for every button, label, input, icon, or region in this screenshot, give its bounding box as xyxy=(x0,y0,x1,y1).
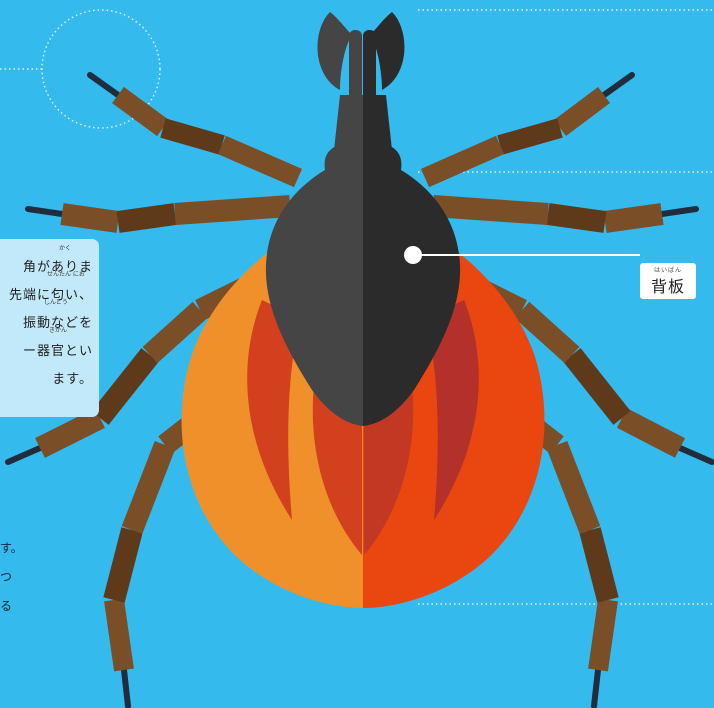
info-ruby-2: せんたん にお xyxy=(47,271,85,278)
mouthparts xyxy=(317,12,405,150)
stripe-left-outer xyxy=(247,300,300,520)
label-pointer xyxy=(404,246,640,264)
info-ruby-3: しんどう xyxy=(44,299,68,306)
scutum-label: はいばん 背板 xyxy=(640,263,696,299)
capitulum-right xyxy=(363,95,392,150)
stripe-right-outer xyxy=(426,300,479,520)
label-text: 背板 xyxy=(650,277,685,296)
info-line-4: ー器官とい xyxy=(22,344,93,359)
dotted-circle xyxy=(41,9,161,129)
info-line-1: 角がありま xyxy=(22,260,93,275)
palp-left xyxy=(317,12,352,90)
palp-right xyxy=(370,12,405,90)
info-line-2: 先端に匂い、 xyxy=(8,288,93,303)
info-ruby-1: かく xyxy=(59,245,72,252)
label-box xyxy=(640,263,696,299)
info-line-3: 振動などを xyxy=(22,316,93,331)
scutum-right xyxy=(363,140,461,426)
capitulum-left xyxy=(334,95,363,150)
leg-right-1 xyxy=(420,72,635,188)
leg-left-1 xyxy=(87,72,302,188)
scutum xyxy=(265,140,461,426)
pointer-dot xyxy=(404,246,422,264)
info-line-5: ます。 xyxy=(52,372,93,387)
side-text-line-2: つ xyxy=(0,570,13,584)
label-ruby: はいばん xyxy=(653,267,682,274)
side-text-line-1: す。 xyxy=(0,541,23,555)
side-text-line-3: る xyxy=(0,599,13,613)
info-ruby-4: きかん xyxy=(49,327,68,334)
scutum-left xyxy=(265,140,363,426)
leg-left-2 xyxy=(25,195,291,233)
leg-right-2 xyxy=(432,195,699,233)
info-box: かく 角がありま せんたん にお 先端に匂い、 しんどう 振動などを きかん ー… xyxy=(0,239,99,417)
dotted-guides xyxy=(0,9,714,605)
